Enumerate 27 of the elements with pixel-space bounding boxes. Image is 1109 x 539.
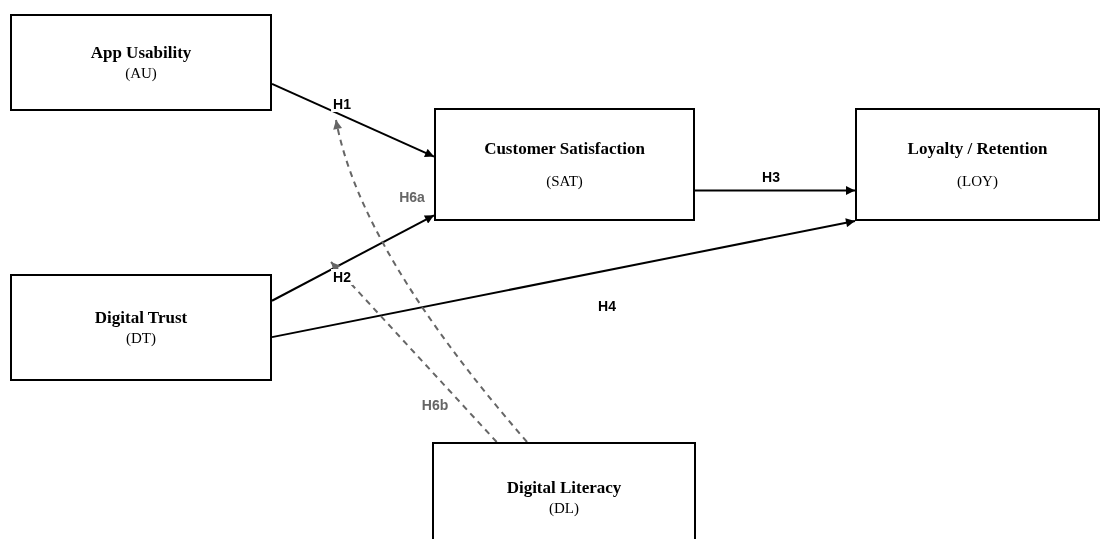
- construct-name: Digital Literacy: [506, 477, 622, 498]
- construct-box: [432, 442, 696, 539]
- dashed-arrow: [333, 119, 529, 443]
- edge-label: H1: [331, 96, 353, 112]
- construct-abbreviation: (DT): [126, 330, 156, 347]
- edge-label: H4: [596, 298, 618, 314]
- arrow: [694, 186, 856, 195]
- arrow: [271, 214, 435, 302]
- edge-label: H6b: [419, 397, 451, 413]
- construct-abbreviation: (AU): [125, 65, 157, 82]
- construct-name: Loyalty / Retention: [907, 139, 1048, 159]
- construct-abbreviation: (SAT): [546, 173, 583, 190]
- construct-name: Digital Trust: [94, 308, 188, 328]
- construct-box: [10, 14, 272, 111]
- construct-name: Customer Satisfaction: [484, 139, 645, 159]
- arrow: [271, 218, 856, 339]
- dashed-arrow: [330, 261, 498, 443]
- edge-label: H3: [760, 169, 782, 185]
- construct-abbreviation: (DL): [549, 499, 579, 517]
- arrow: [271, 82, 435, 158]
- construct-box: [434, 108, 695, 221]
- construct-name: App Usability: [90, 43, 192, 63]
- construct-abbreviation: (LOY): [957, 173, 998, 190]
- construct-box: [855, 108, 1100, 221]
- edge-label: H2: [331, 269, 353, 285]
- construct-box: [10, 274, 272, 381]
- edge-label: H6a: [397, 189, 427, 205]
